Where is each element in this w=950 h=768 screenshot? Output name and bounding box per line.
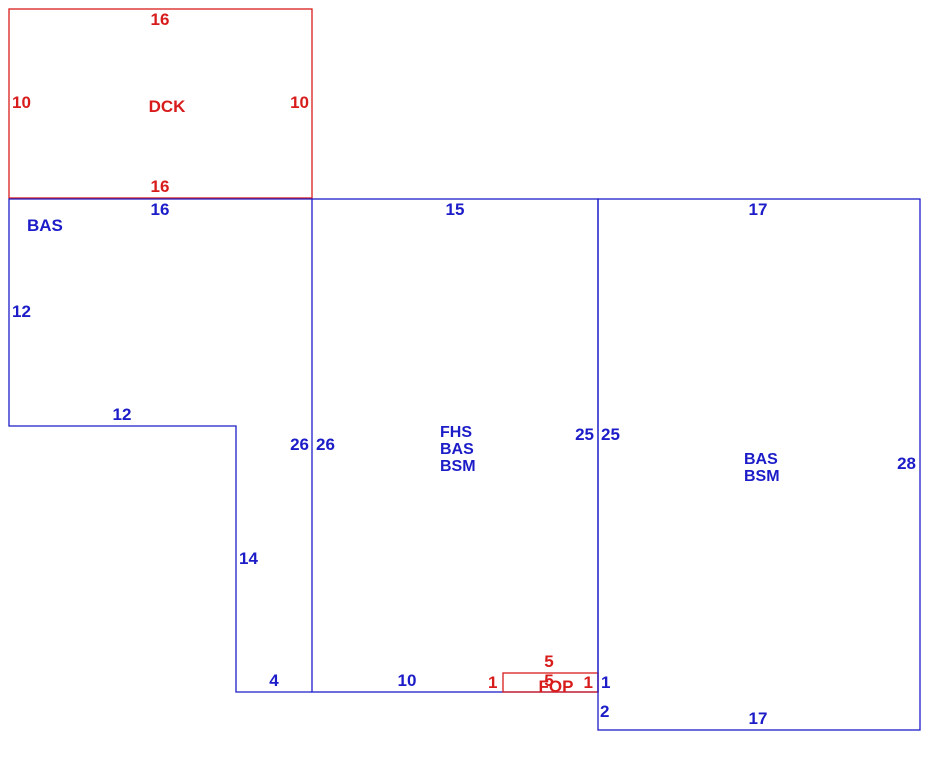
right-section-lower-left-dimension-1: 1 (601, 673, 610, 692)
center-section-code-bsm: BSM (440, 458, 476, 475)
porch-right-dimension: 1 (584, 673, 593, 692)
porch-area: 5 1 1 5 FOP (488, 652, 599, 696)
right-section-bottom-dimension: 17 (749, 709, 768, 728)
left-wing-code-label: BAS (27, 216, 63, 235)
porch-left-dimension: 1 (488, 673, 497, 692)
left-wing-left-dimension: 12 (12, 302, 31, 321)
center-section-area: 15 26 25 FHS BAS BSM 10 (311, 198, 599, 693)
right-section-right-dimension: 28 (897, 454, 916, 473)
right-section-top-dimension: 17 (749, 200, 768, 219)
left-wing-area: 16 BAS 12 12 26 14 4 (8, 198, 312, 693)
porch-bottom-dimension: 5 (544, 671, 553, 690)
deck-area: 16 10 10 DCK 16 (8, 8, 313, 199)
deck-left-dimension: 10 (12, 93, 31, 112)
porch-code-label: FOP (539, 677, 574, 696)
right-section-code-bas: BAS (744, 451, 778, 468)
left-wing-bottom-dimension: 4 (269, 671, 279, 690)
deck-right-dimension: 10 (290, 93, 309, 112)
deck-bottom-dimension: 16 (151, 177, 170, 196)
right-section-area: 17 25 28 BAS BSM 1 2 17 (597, 198, 921, 731)
right-section-left-dimension: 25 (601, 425, 620, 444)
center-section-code-bas: BAS (440, 441, 474, 458)
center-section-left-dimension: 26 (316, 435, 335, 454)
center-section-top-dimension: 15 (446, 200, 465, 219)
right-section-lower-left-dimension-2: 2 (600, 702, 609, 721)
right-section-code-bsm: BSM (744, 468, 780, 485)
left-wing-outline (8, 198, 312, 693)
left-wing-step-top-dimension: 12 (113, 405, 132, 424)
left-wing-step-side-dimension: 14 (239, 549, 258, 568)
deck-top-dimension: 16 (151, 10, 170, 29)
porch-top-dimension: 5 (544, 652, 553, 671)
center-section-bottom-dimension: 10 (398, 671, 417, 690)
center-section-right-dimension: 25 (575, 425, 594, 444)
left-wing-top-dimension: 16 (151, 200, 170, 219)
left-wing-right-dimension: 26 (290, 435, 309, 454)
deck-outline (8, 8, 313, 199)
center-section-code-fhs: FHS (440, 424, 472, 441)
deck-code-label: DCK (149, 97, 187, 116)
right-section-outline (597, 198, 921, 731)
